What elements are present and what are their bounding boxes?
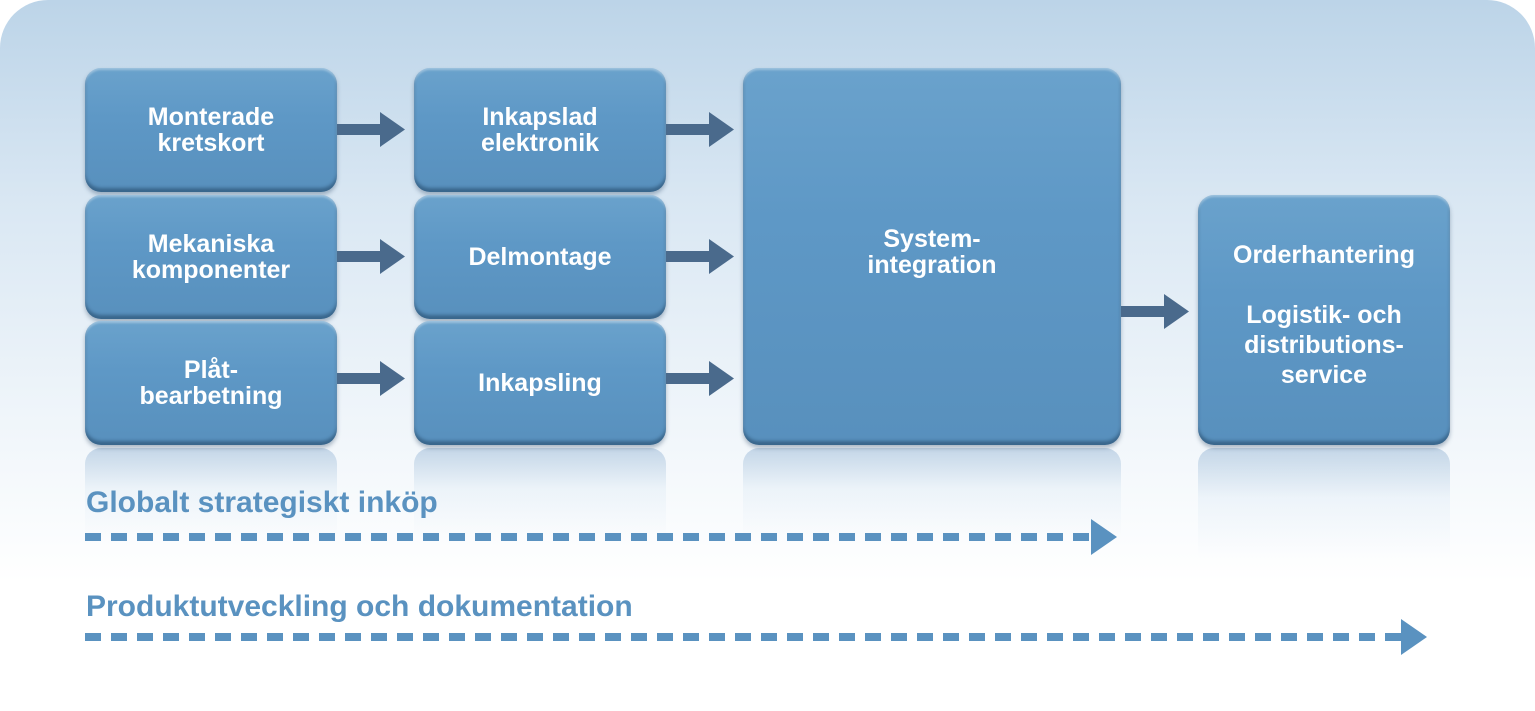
box-label: Inkapslad elektronik [480,103,600,157]
box-sub-assembly: Delmontage [414,195,666,319]
arrow-right-icon [666,239,734,274]
arrow-right-icon [1121,294,1189,329]
box-assembled-circuit-boards: Monterade kretskort [85,68,337,192]
box-sheet-metal-processing: Plåt- bearbetning [85,321,337,445]
reflection-column-2 [414,448,666,538]
dashed-arrow-product-development [85,619,1427,655]
arrow-right-icon [337,361,405,396]
box-label: System- integration [867,225,997,279]
box-label: Inkapsling [478,369,602,397]
arrow-right-icon [666,112,734,147]
arrow-right-icon [337,112,405,147]
box-order-handling: Orderhantering Logistik- och distributio… [1198,195,1450,445]
box-label: Plåt- bearbetning [139,356,283,410]
box-encapsulated-electronics: Inkapslad elektronik [414,68,666,192]
box-system-integration: System- integration [743,68,1121,445]
reflection-column-1 [85,448,337,538]
box-label: Orderhantering Logistik- och distributio… [1233,241,1415,389]
arrow-right-icon [337,239,405,274]
dashed-arrow-procurement [85,519,1117,555]
box-label: Delmontage [468,243,612,271]
label-global-strategic-procurement: Globalt strategiskt inköp [86,486,438,519]
box-label: Monterade kretskort [147,103,275,157]
reflection-order-handling [1198,448,1450,558]
reflection-system-integration [743,448,1121,538]
label-product-development-documentation: Produktutveckling och dokumentation [86,590,633,623]
box-encapsulation: Inkapsling [414,321,666,445]
arrow-right-icon [666,361,734,396]
box-label: Mekaniska komponenter [131,230,291,284]
box-mechanical-components: Mekaniska komponenter [85,195,337,319]
